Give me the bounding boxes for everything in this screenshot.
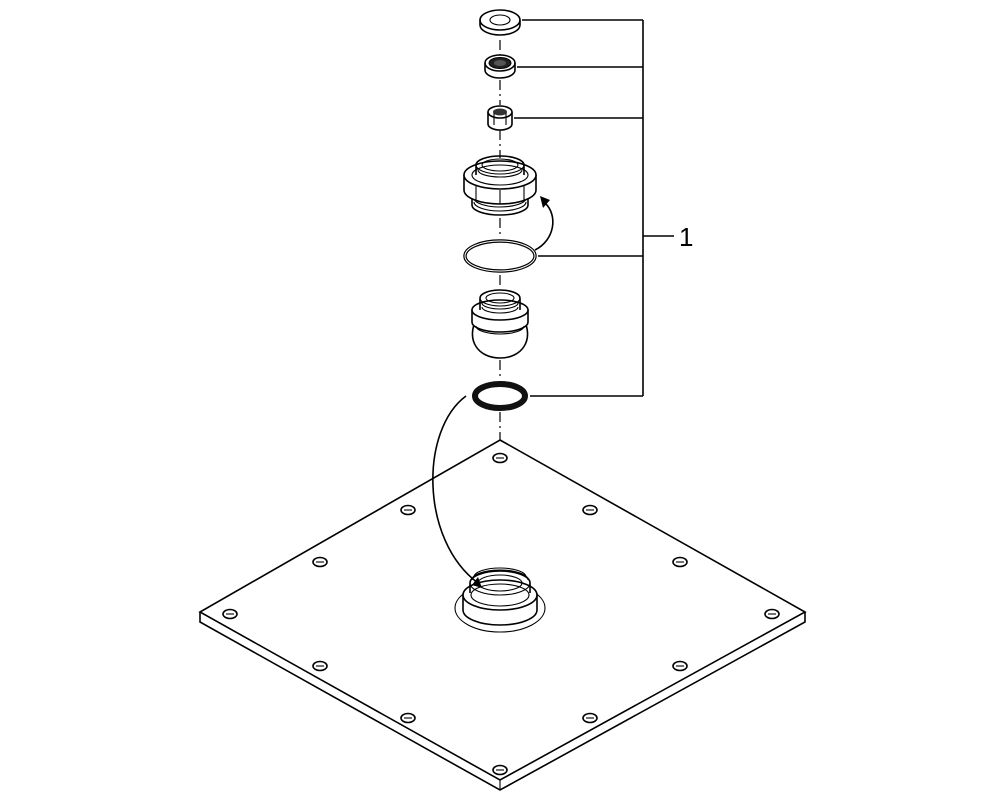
flow-restrictor [487, 105, 513, 131]
assembly-arrow-lower [432, 395, 482, 588]
plate-screws [222, 452, 780, 776]
callout-leaders [514, 19, 674, 397]
black-seal [472, 381, 528, 411]
flat-washer [479, 9, 521, 36]
threaded-nut [463, 155, 537, 216]
filter-screen [484, 54, 516, 79]
o-ring [463, 239, 537, 273]
shower-plate [198, 439, 807, 791]
callout-label: 1 [679, 222, 693, 252]
assembly-arrow-upper [534, 196, 554, 251]
ball-joint [471, 289, 529, 359]
